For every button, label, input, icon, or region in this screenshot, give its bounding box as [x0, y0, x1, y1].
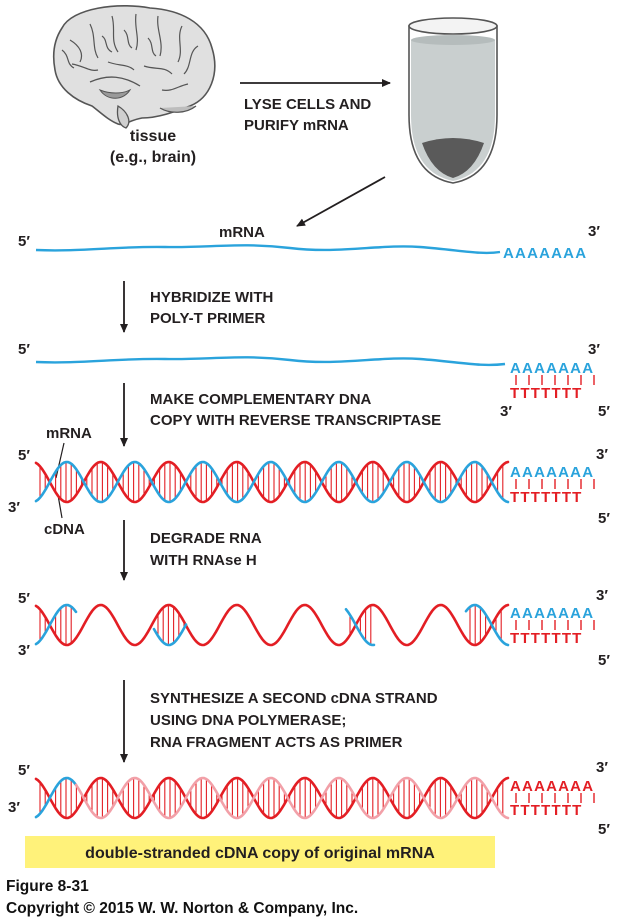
row5-double-stranded-helix [34, 776, 510, 820]
row4-three-prime-left: 3′ [18, 642, 30, 659]
figure-caption: Figure 8-31 Copyright © 2015 W. W. Norto… [6, 876, 358, 920]
result-label: double-stranded cDNA copy of original mR… [85, 845, 435, 862]
row3-three-prime-left: 3′ [8, 499, 20, 516]
row4-five-prime-right: 5′ [598, 652, 610, 669]
row4-three-prime-right: 3′ [596, 587, 608, 604]
tube-to-mrna-arrow [296, 176, 386, 227]
row3-mrna-label: mRNA [46, 425, 92, 442]
result-bar [25, 836, 495, 868]
row2-three-prime: 3′ [588, 341, 600, 358]
test-tube [408, 17, 498, 184]
source-label-tissue: tissue [130, 128, 176, 145]
step0-line1: LYSE CELLS AND [244, 96, 371, 113]
row5-five-prime: 5′ [18, 762, 30, 779]
row2-poly-t-primer: TTTTTTT [510, 385, 583, 402]
row2-base-pair-ticks [515, 375, 595, 385]
row4-rna-fragment-2 [152, 623, 188, 647]
row3-base-pair-ticks [515, 479, 595, 489]
step2-line1: MAKE COMPLEMENTARY DNA [150, 391, 372, 408]
row3-cdna-label: cDNA [44, 521, 85, 538]
row3-five-prime: 5′ [18, 447, 30, 464]
step1-line2: POLY-T PRIMER [150, 310, 265, 327]
row2-primer-five-prime: 5′ [598, 403, 610, 420]
row3-cdna-pointer [57, 494, 63, 519]
copyright-notice: Copyright © 2015 W. W. Norton & Company,… [6, 900, 359, 917]
row5-poly-t-tail: TTTTTTT [510, 802, 583, 819]
row5-five-prime-right: 5′ [598, 821, 610, 838]
row5-cdna-strand [34, 776, 510, 820]
row3-base-pairs [39, 462, 504, 502]
step4-line2: USING DNA POLYMERASE; [150, 712, 346, 729]
row5-poly-a-tail: AAAAAAA [510, 778, 594, 795]
row3-five-prime-right: 5′ [598, 510, 610, 527]
row4-base-pairs-2 [157, 605, 185, 645]
row1-five-prime: 5′ [18, 233, 30, 250]
row4-rna-fragment-4 [464, 603, 510, 647]
row5-three-prime-left: 3′ [8, 799, 20, 816]
row5-three-prime-right: 3′ [596, 759, 608, 776]
row4-base-pairs-4 [469, 605, 502, 645]
row3-hybrid-helix [34, 460, 510, 504]
row1-poly-a-tail: AAAAAAA [503, 245, 587, 262]
step4-line3: RNA FRAGMENT ACTS AS PRIMER [150, 734, 403, 751]
row2-poly-a-tail: AAAAAAA [510, 360, 594, 377]
row2-primer-three-prime: 3′ [500, 403, 512, 420]
row3-cdna-strand [34, 460, 510, 504]
step2-line2: COPY WITH REVERSE TRANSCRIPTASE [150, 412, 441, 429]
row1-mrna-label: mRNA [219, 224, 265, 241]
row4-five-prime: 5′ [18, 590, 30, 607]
row4-base-pair-ticks [515, 620, 595, 630]
source-label-example: (e.g., brain) [110, 149, 196, 166]
row3-mrna-strand [34, 460, 510, 504]
row4-base-pairs-3 [349, 605, 372, 645]
row3-three-prime-right: 3′ [596, 446, 608, 463]
row4-poly-t-tail: TTTTTTT [510, 630, 583, 647]
row4-degraded-helix [34, 603, 510, 647]
step3-line1: DEGRADE RNA [150, 530, 262, 547]
row3-poly-a-tail: AAAAAAA [510, 464, 594, 481]
row1-mrna-strand [35, 244, 501, 255]
row1-three-prime: 3′ [588, 223, 600, 240]
step4-line1: SYNTHESIZE A SECOND cDNA STRAND [150, 690, 438, 707]
step3-line2: WITH RNAse H [150, 552, 257, 569]
row5-base-pairs [39, 778, 504, 818]
row4-rna-fragment-3 [344, 608, 376, 647]
row5-rna-primer [34, 776, 78, 819]
row4-cdna-strand [34, 603, 510, 647]
figure-number: Figure 8-31 [6, 878, 89, 895]
row2-mrna-strand [35, 356, 506, 367]
row4-poly-a-tail: AAAAAAA [510, 605, 594, 622]
row5-base-pair-ticks [515, 793, 595, 803]
row5-second-strand [74, 776, 510, 820]
row2-five-prime: 5′ [18, 341, 30, 358]
step0-line2: PURIFY mRNA [244, 117, 349, 134]
row4-base-pairs-1 [39, 605, 72, 645]
brain-illustration [52, 5, 216, 129]
step1-line1: HYBRIDIZE WITH [150, 289, 273, 306]
row4-rna-fragment-1 [34, 603, 78, 646]
row3-mrna-pointer [55, 442, 65, 479]
row3-poly-t-tail: TTTTTTT [510, 489, 583, 506]
